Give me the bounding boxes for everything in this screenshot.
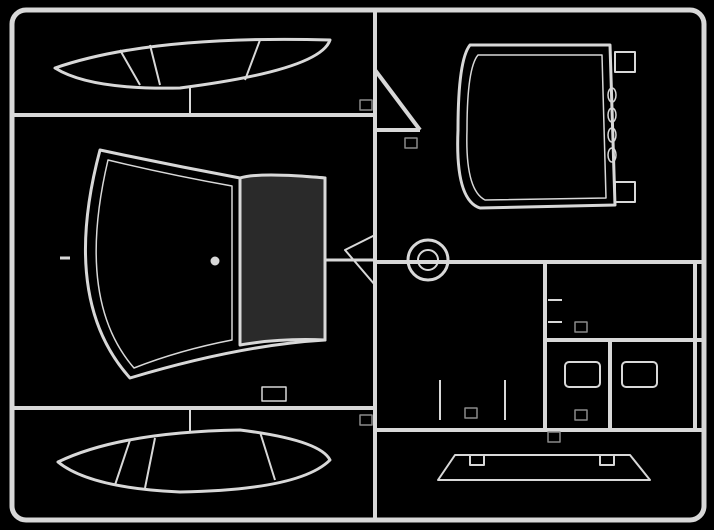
part-number-tag (261, 386, 287, 402)
part-window-frame (456, 43, 636, 210)
part-bottom-lens (56, 408, 332, 494)
part-top-lens (53, 37, 332, 115)
sprue-runners (12, 10, 704, 520)
part-small-pieces (437, 299, 658, 481)
part-round-lens (406, 238, 450, 282)
part-windshield (60, 148, 376, 380)
part-number-tags (359, 99, 588, 443)
sprue-frame (9, 7, 707, 523)
